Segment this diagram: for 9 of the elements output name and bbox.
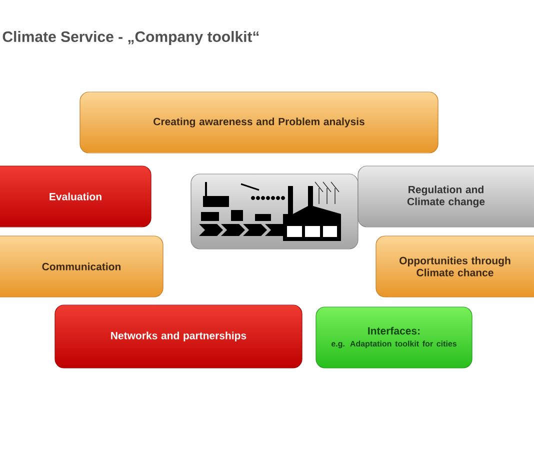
topic-box: Networks and partnerships bbox=[54, 304, 302, 368]
topic-box: Creating awareness and Problem analysis bbox=[80, 92, 438, 154]
topic-box: Evaluation bbox=[0, 166, 152, 228]
title: Climate Service - „Company toolkit“ bbox=[2, 31, 259, 45]
topic-box: Communication bbox=[0, 236, 164, 298]
topic-box: Regulation and Climate change bbox=[358, 166, 534, 228]
topic-box: Opportunities through Climate chance bbox=[376, 236, 534, 298]
industry-drawing bbox=[190, 174, 358, 250]
topic-box: Interfaces: e.g. Adaptation toolkit for cities bbox=[316, 306, 472, 368]
